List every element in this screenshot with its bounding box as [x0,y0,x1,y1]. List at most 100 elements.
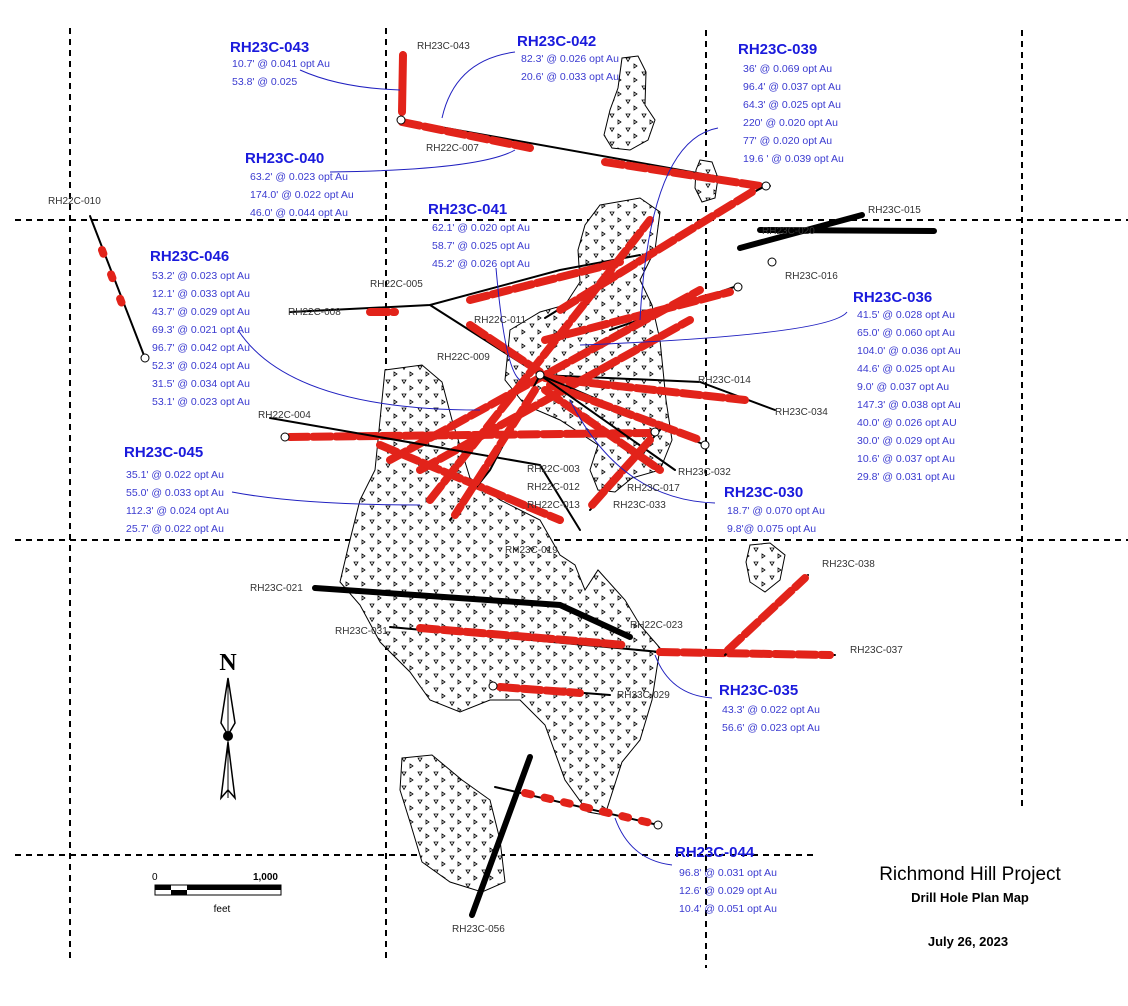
intercept: 31.5' @ 0.034 opt Au [152,378,250,390]
zone-west [339,364,661,816]
callout-rh23c-042: RH23C-042 82.3' @ 0.026 opt Au 20.6' @ 0… [517,33,619,83]
callout-heading: RH23C-042 [517,33,596,50]
intercept: 53.8' @ 0.025 [232,76,297,88]
intercept: 45.2' @ 0.026 opt Au [432,258,530,270]
intercept: 63.2' @ 0.023 opt Au [250,171,348,183]
hole-label: RH22C-004 [258,410,311,421]
hole-label: RH22C-011 [474,315,526,326]
hole-label: RH23C-015 [868,205,921,216]
callout-rh23c-036: RH23C-036 41.5' @ 0.028 opt Au 65.0' @ 0… [853,289,961,483]
hole-label: RH22C-010 [48,196,101,207]
intercept: 55.0' @ 0.033 opt Au [126,487,224,499]
callout-heading: RH23C-036 [853,289,932,306]
north-label: N [219,650,237,676]
intercept: 96.8' @ 0.031 opt Au [679,867,777,879]
intercept: 12.1' @ 0.033 opt Au [152,288,250,300]
callout-heading: RH23C-030 [724,484,803,501]
intercept: 30.0' @ 0.029 opt Au [857,435,955,447]
intercept: 43.7' @ 0.029 opt Au [152,306,250,318]
hole-label: RH22C-023 [630,620,683,631]
zone-east [745,542,786,593]
zone-southwest [399,754,506,893]
intercept: 65.0' @ 0.060 opt Au [857,327,955,339]
intercept: 44.6' @ 0.025 opt Au [857,363,955,375]
hole-label: RH22C-013 [527,500,580,511]
project-title: Richmond Hill Project [879,864,1061,885]
hole-label: RH23C-021 [250,583,303,594]
callout-rh23c-030: RH23C-030 18.7' @ 0.070 opt Au 9.8'@ 0.0… [724,484,825,535]
callout-leaders [231,51,848,866]
callout-heading: RH23C-041 [428,201,507,218]
callout-rh23c-044: RH23C-044 96.8' @ 0.031 opt Au 12.6' @ 0… [675,844,777,915]
callout-heading: RH23C-045 [124,444,203,461]
intercept: 25.7' @ 0.022 opt Au [126,523,224,535]
intercept: 12.6' @ 0.029 opt Au [679,885,777,897]
intercept: 82.3' @ 0.026 opt Au [521,53,619,65]
scale-start: 0 [152,872,158,883]
intercept: 41.5' @ 0.028 opt Au [857,309,955,321]
intercept: 77' @ 0.020 opt Au [743,135,832,147]
map-subtitle: Drill Hole Plan Map [911,890,1029,905]
hole-label: RH23C-033 [613,500,666,511]
callout-rh23c-040: RH23C-040 63.2' @ 0.023 opt Au 174.0' @ … [245,150,354,219]
intercept: 10.6' @ 0.037 opt Au [857,453,955,465]
hole-label: RH23C-056 [452,924,505,935]
hole-label: RH23C-038 [822,559,875,570]
hole-label: RH23C-031 [335,626,388,637]
hole-label: RH23C-020 [762,226,815,237]
intercept: 29.8' @ 0.031 opt Au [857,471,955,483]
callout-heading: RH23C-040 [245,150,324,167]
intercept: 56.6' @ 0.023 opt Au [722,722,820,734]
callout-heading: RH23C-046 [150,248,229,265]
intercept: 19.6 ' @ 0.039 opt Au [743,153,844,165]
intercept: 147.3' @ 0.038 opt Au [857,399,961,411]
callout-heading: RH23C-039 [738,41,817,58]
drill-traces [89,51,937,918]
hole-label: RH23C-019 [505,545,558,556]
intercept: 10.4' @ 0.051 opt Au [679,903,777,915]
scale-unit: feet [214,904,231,915]
intercept: 10.7' @ 0.041 opt Au [232,58,330,70]
intercept: 220' @ 0.020 opt Au [743,117,838,129]
hole-label: RH22C-009 [437,352,490,363]
intercept: 18.7' @ 0.070 opt Au [727,505,825,517]
intercept: 69.3' @ 0.021 opt Au [152,324,250,336]
hole-label: RH23C-017 [627,483,680,494]
callout-rh23c-045: RH23C-045 35.1' @ 0.022 opt Au 55.0' @ 0… [124,444,229,535]
intercept: 36' @ 0.069 opt Au [743,63,832,75]
hole-label: RH23C-032 [678,467,731,478]
scale-bar: 0 1,000 feet [152,872,282,915]
intercept: 96.4' @ 0.037 opt Au [743,81,841,93]
intercept: 40.0' @ 0.026 opt AU [857,417,957,429]
hole-label: RH23C-043 [417,41,470,52]
intercept: 43.3' @ 0.022 opt Au [722,704,820,716]
intercept: 9.8'@ 0.075 opt Au [727,523,816,535]
callout-heading: RH23C-043 [230,39,309,56]
intercept: 104.0' @ 0.036 opt Au [857,345,961,357]
intercept: 96.7' @ 0.042 opt Au [152,342,250,354]
intercept: 52.3' @ 0.024 opt Au [152,360,250,372]
callout-rh23c-043: RH23C-043 10.7' @ 0.041 opt Au 53.8' @ 0… [230,39,330,88]
intercept: 53.1' @ 0.023 opt Au [152,396,250,408]
hole-labels: RH23C-043 RH22C-007 RH22C-010 RH23C-015 … [48,41,921,935]
hole-label: RH23C-034 [775,407,828,418]
hole-label: RH22C-005 [370,279,423,290]
intercept: 35.1' @ 0.022 opt Au [126,469,224,481]
map-date: July 26, 2023 [928,934,1008,949]
intercept: 112.3' @ 0.024 opt Au [126,505,229,517]
callout-heading: RH23C-044 [675,844,755,861]
hole-label: RH22C-012 [527,482,580,493]
intercept: 64.3' @ 0.025 opt Au [743,99,841,111]
scale-end: 1,000 [253,872,278,883]
intercept: 53.2' @ 0.023 opt Au [152,270,250,282]
callout-rh23c-046: RH23C-046 53.2' @ 0.023 opt Au 12.1' @ 0… [150,248,250,408]
hole-label: RH23C-014 [698,375,751,386]
intercept: 62.1' @ 0.020 opt Au [432,222,530,234]
hole-label: RH22C-007 [426,143,479,154]
hole-label: RH23C-016 [785,271,838,282]
hole-label: RH23C-029 [617,690,670,701]
intercept: 20.6' @ 0.033 opt Au [521,71,619,83]
intercept: 58.7' @ 0.025 opt Au [432,240,530,252]
hole-label: RH22C-003 [527,464,580,475]
